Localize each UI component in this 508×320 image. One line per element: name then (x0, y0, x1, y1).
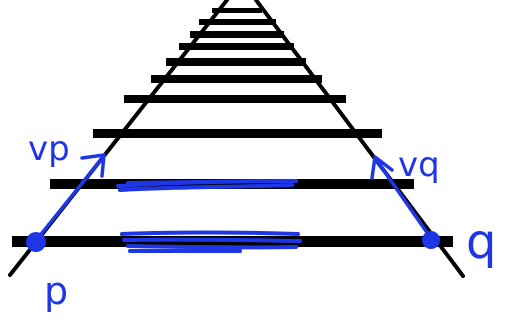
tie (190, 31, 284, 38)
tie (179, 43, 294, 50)
point-p (26, 232, 46, 252)
velocity-arrows (38, 155, 428, 238)
label-vp: vp (28, 129, 70, 169)
label-vq: vq (398, 145, 440, 185)
tie (93, 129, 382, 138)
tie (166, 58, 306, 66)
tie (212, 8, 262, 13)
railroad-ties (12, 8, 453, 247)
label-q: q (466, 214, 496, 270)
highlight-scribbles (118, 181, 300, 251)
tie (124, 95, 346, 103)
label-p: p (44, 269, 68, 313)
tie (199, 19, 276, 25)
tie (151, 75, 322, 83)
point-q (422, 231, 440, 249)
